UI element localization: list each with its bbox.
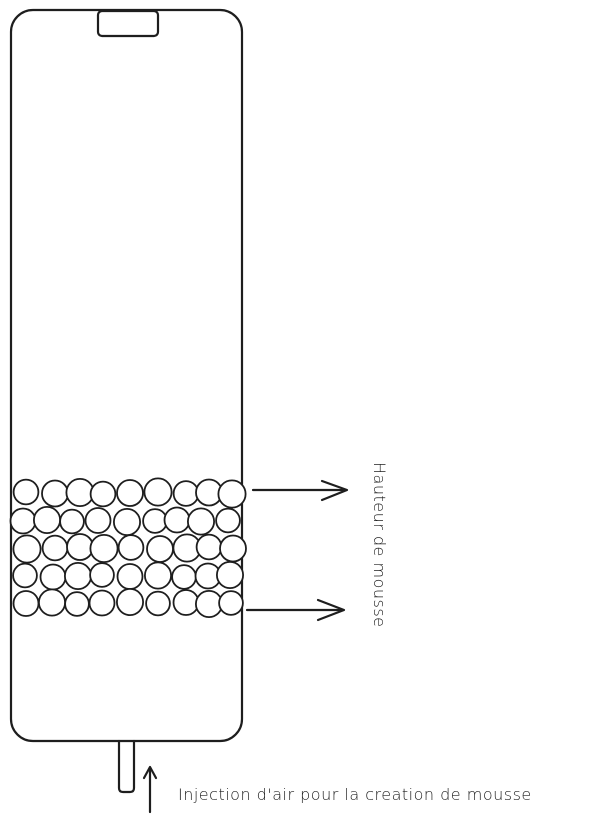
foam-bubble bbox=[143, 477, 173, 507]
foam-bubble bbox=[194, 590, 223, 619]
foam-bubble bbox=[41, 534, 69, 562]
foam-bubble bbox=[116, 563, 144, 590]
foam-bubble bbox=[41, 479, 69, 508]
foam-bubble bbox=[12, 562, 38, 589]
foam-bubble bbox=[215, 561, 244, 590]
foam-bubble bbox=[39, 563, 67, 591]
foam-bubble bbox=[186, 507, 215, 536]
foam-bubble bbox=[171, 564, 197, 590]
foam-bubble bbox=[65, 477, 95, 507]
foam-bubble bbox=[217, 479, 247, 509]
foam-bubble bbox=[172, 480, 200, 507]
foam-bubble bbox=[64, 591, 90, 617]
foam-bubble bbox=[64, 562, 93, 591]
foam-bubble bbox=[33, 505, 62, 534]
foam-bubble bbox=[12, 590, 40, 617]
foam-bubble bbox=[172, 589, 200, 616]
foam-top-arrow bbox=[251, 479, 349, 502]
foam-bubbles bbox=[9, 477, 247, 619]
foam-bubble bbox=[218, 590, 244, 616]
foam-bubble bbox=[195, 533, 223, 561]
air-injection-label: Injection d'air pour la creation de mous… bbox=[178, 785, 532, 804]
air-inlet-tube bbox=[117, 739, 136, 794]
foam-bubble bbox=[142, 508, 168, 534]
column-cap bbox=[96, 9, 160, 38]
foam-bubble bbox=[38, 588, 67, 617]
foam-bubble bbox=[215, 507, 241, 534]
foam-bubble bbox=[84, 507, 112, 534]
foam-bubble bbox=[89, 534, 119, 564]
foam-bubble bbox=[116, 479, 144, 507]
foam-height-label: Hauteur de mousse bbox=[370, 462, 389, 628]
foam-bubble bbox=[117, 534, 145, 561]
foam-column bbox=[9, 8, 244, 743]
foam-bubble bbox=[66, 533, 94, 561]
foam-bubble bbox=[89, 562, 115, 588]
foam-bubble bbox=[116, 588, 145, 617]
foam-bubble bbox=[89, 480, 117, 508]
foam-bubble bbox=[113, 507, 142, 536]
foam-bubble bbox=[146, 535, 174, 563]
foam-bubble bbox=[88, 589, 116, 617]
foam-bubble bbox=[145, 590, 171, 617]
foam-bottom-arrow bbox=[245, 598, 346, 622]
foam-bubble bbox=[12, 478, 40, 506]
foam-bubble bbox=[9, 507, 37, 535]
foam-bubble bbox=[12, 534, 42, 564]
foam-bubble bbox=[143, 561, 172, 590]
air-injection-arrow bbox=[142, 765, 158, 814]
foam-bubble bbox=[219, 534, 247, 563]
foam-bubble bbox=[59, 508, 85, 535]
foam-bubble bbox=[163, 506, 191, 534]
